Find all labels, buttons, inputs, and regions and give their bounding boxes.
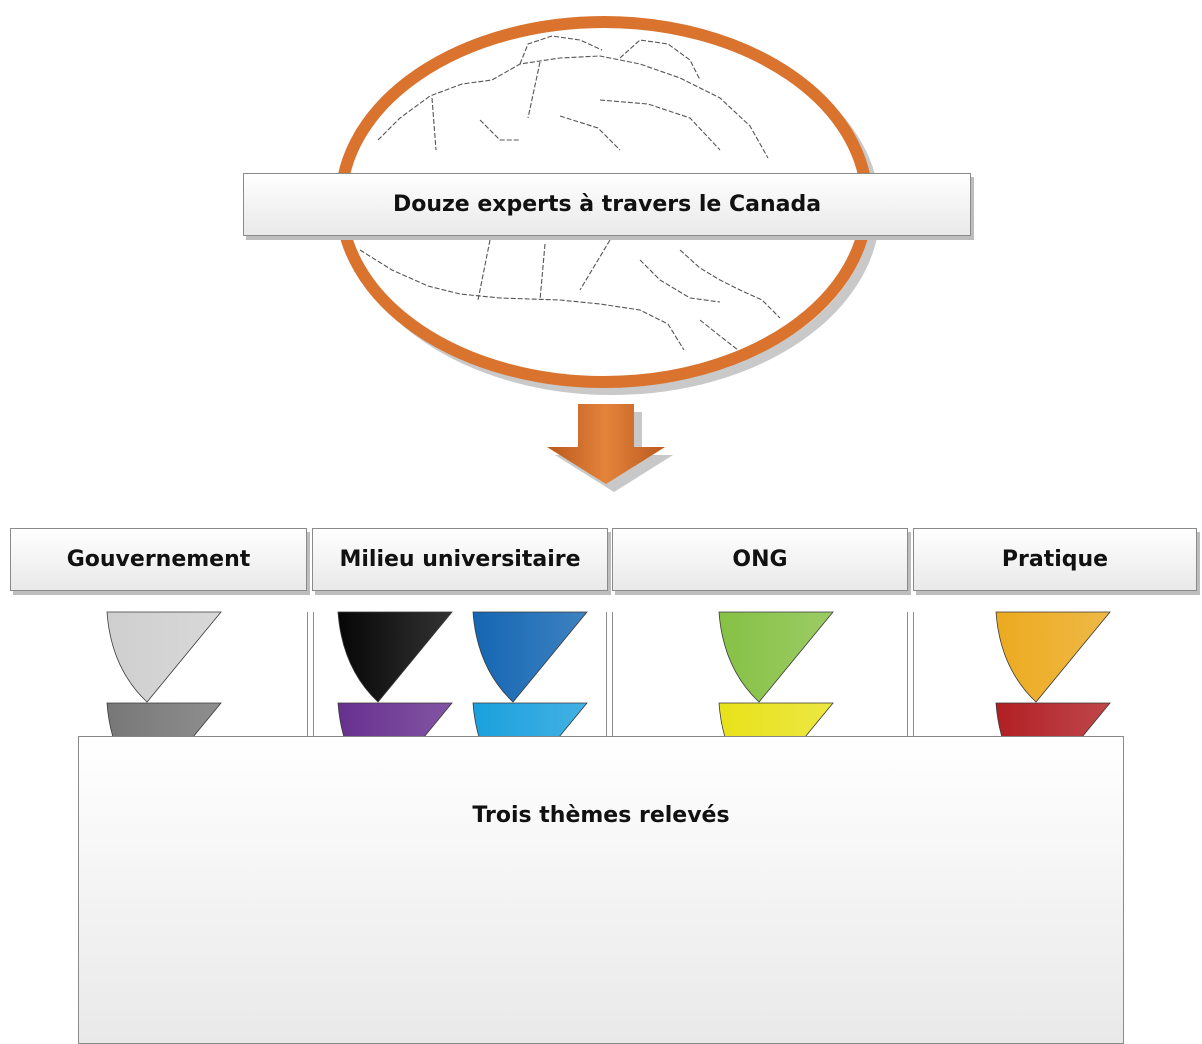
category-label: Milieu universitaire: [339, 547, 581, 572]
canada-map-outline: [359, 35, 781, 351]
column-divider: [907, 612, 914, 848]
down-arrow-icon: [547, 404, 665, 484]
category-label: Pratique: [1001, 547, 1109, 572]
category-ong: ONG: [612, 528, 908, 591]
title-box-label: Douze experts à travers le Canada: [392, 192, 822, 217]
category-milieu-universitaire: Milieu universitaire: [312, 528, 608, 591]
footer-box: Trois thèmes relevés: [78, 736, 1124, 1044]
category-pratique: Pratique: [913, 528, 1197, 591]
category-label: ONG: [732, 547, 788, 572]
title-box: Douze experts à travers le Canada: [243, 173, 971, 236]
expert-wedge-ong: [718, 611, 834, 703]
expert-wedge-milieu-universitaire: [337, 611, 453, 703]
column-divider: [606, 612, 613, 848]
expert-wedge-milieu-universitaire: [472, 611, 588, 703]
expert-wedge-pratique: [995, 611, 1111, 703]
category-label: Gouvernement: [66, 547, 251, 572]
expert-wedge-gouvernement: [106, 611, 222, 703]
footer-box-label: Trois thèmes relevés: [472, 803, 730, 828]
category-gouvernement: Gouvernement: [10, 528, 307, 591]
column-divider: [307, 612, 314, 848]
